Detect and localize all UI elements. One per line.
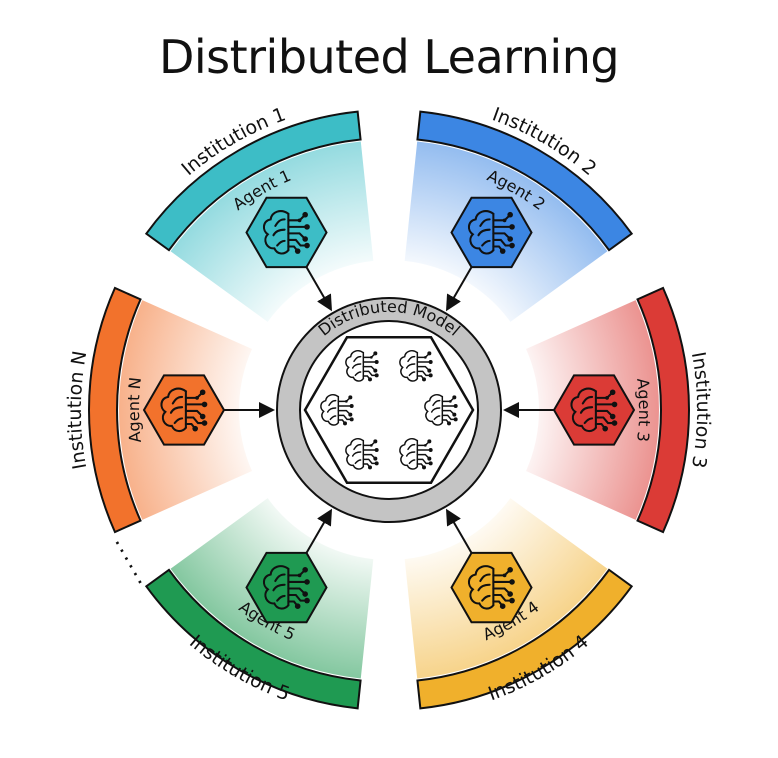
agent-2 xyxy=(450,196,533,269)
arrow-icon xyxy=(445,508,473,554)
institution-band xyxy=(636,286,691,534)
institution-label: Institution N xyxy=(64,349,91,471)
agent-1 xyxy=(245,196,328,269)
institution-3: Institution 3 Agent 3 xyxy=(503,286,714,534)
institution-band xyxy=(144,110,362,252)
institution-n: Institution N Agent N xyxy=(64,286,275,534)
arrow-icon xyxy=(305,508,333,554)
institution-label: Institution 3 xyxy=(687,350,714,470)
distributed-model: Distributed Model xyxy=(276,297,502,523)
ellipsis: ...... xyxy=(109,531,158,590)
arrow-icon xyxy=(305,266,333,312)
svg-text:Agent N: Agent N xyxy=(124,376,145,443)
svg-text:Institution N: Institution N xyxy=(64,349,91,471)
arrow-icon xyxy=(445,266,473,312)
institution-band xyxy=(416,110,634,252)
institution-band xyxy=(144,568,362,710)
agent-label: Agent 3 xyxy=(633,377,654,443)
svg-text:Institution 3: Institution 3 xyxy=(687,350,714,470)
diagram-title: Distributed Learning xyxy=(158,30,620,84)
agent-label: Agent N xyxy=(124,376,145,443)
agent-4 xyxy=(450,551,533,624)
agent-5 xyxy=(245,551,328,624)
institution-band xyxy=(416,568,634,710)
svg-text:Agent 3: Agent 3 xyxy=(633,377,654,443)
agent-n xyxy=(142,374,226,446)
institution-band xyxy=(87,286,142,534)
